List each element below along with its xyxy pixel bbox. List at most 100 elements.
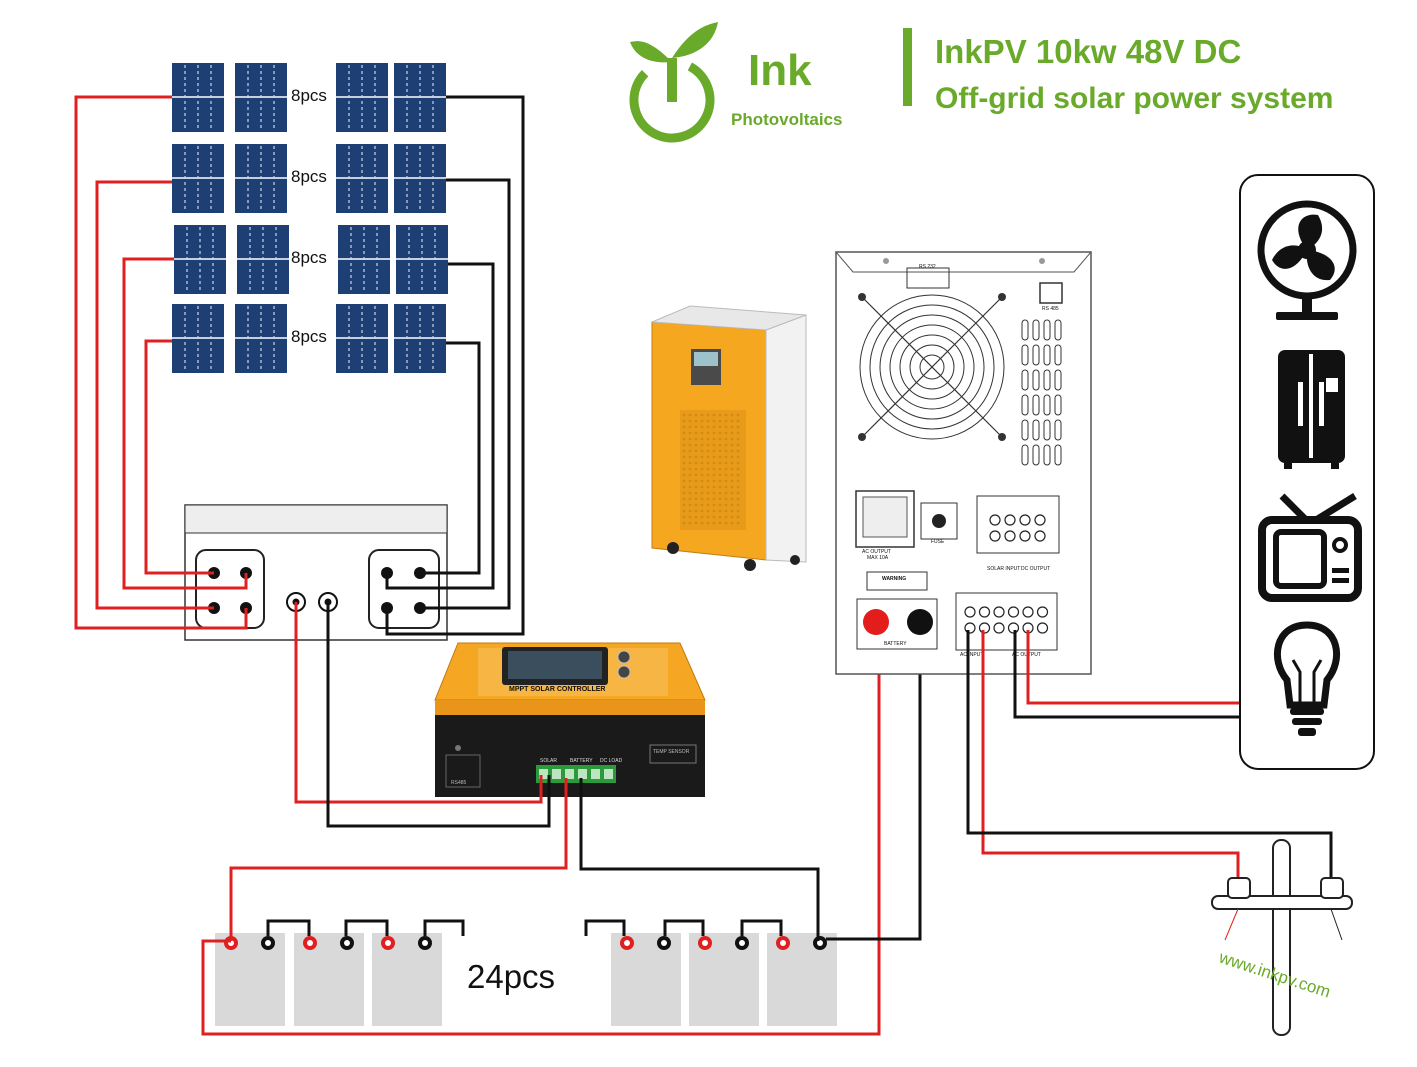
- vent-hole: [724, 449, 728, 453]
- solar-panel: [336, 63, 388, 132]
- vent-hole: [736, 521, 740, 525]
- vent-hole: [694, 497, 698, 501]
- vent-hole: [724, 485, 728, 489]
- vent-hole: [682, 503, 686, 507]
- controller-temp-label: TEMP SENSOR: [653, 749, 690, 755]
- vent-hole: [700, 515, 704, 519]
- vent-hole: [712, 443, 716, 447]
- terminal-screw: [989, 530, 1001, 542]
- vent-hole: [712, 503, 716, 507]
- terminal-screw: [1007, 606, 1020, 618]
- vent-hole: [682, 419, 686, 423]
- vent-hole: [718, 431, 722, 435]
- battery-link: [740, 919, 783, 936]
- vent-hole: [718, 503, 722, 507]
- vent-hole: [724, 467, 728, 471]
- vent-slot: [1054, 444, 1062, 466]
- battery: [611, 933, 681, 1026]
- vent-hole: [724, 425, 728, 429]
- vent-hole: [724, 503, 728, 507]
- vent-hole: [682, 497, 686, 501]
- vent-hole: [718, 473, 722, 477]
- appliance-panel: [1239, 174, 1375, 770]
- battery-terminal-label: BATTERY: [884, 641, 907, 647]
- fuse-label: FUSE: [931, 539, 945, 545]
- vent-hole: [688, 509, 692, 513]
- vent-hole: [736, 491, 740, 495]
- solar-panel: [235, 144, 287, 213]
- vent-slot: [1054, 394, 1062, 416]
- solar-panel: [172, 304, 224, 373]
- vent-hole: [730, 491, 734, 495]
- vent-slot: [1054, 419, 1062, 441]
- vent-hole: [694, 443, 698, 447]
- vent-hole: [724, 419, 728, 423]
- vent-hole: [706, 455, 710, 459]
- vent-hole: [682, 443, 686, 447]
- vent-hole: [718, 413, 722, 417]
- vent-hole: [706, 509, 710, 513]
- vent-hole: [700, 437, 704, 441]
- vent-hole: [736, 479, 740, 483]
- solar-panel: [336, 304, 388, 373]
- panel-row-count-label: 8pcs: [291, 327, 327, 346]
- vent-hole: [694, 425, 698, 429]
- terminal-screw: [1019, 514, 1031, 526]
- vent-hole: [724, 497, 728, 501]
- vent-hole: [688, 431, 692, 435]
- vent-hole: [700, 461, 704, 465]
- panel-row-count-label: 8pcs: [291, 86, 327, 105]
- vent-hole: [730, 479, 734, 483]
- vent-hole: [724, 491, 728, 495]
- vent-hole: [682, 425, 686, 429]
- vent-slot: [1021, 319, 1029, 341]
- battery-link: [663, 919, 705, 936]
- wire-load-line: [1026, 630, 1240, 705]
- vent-hole: [730, 455, 734, 459]
- vent-hole: [718, 509, 722, 513]
- vent-slot: [1043, 394, 1051, 416]
- vent-hole: [706, 467, 710, 471]
- vent-hole: [706, 443, 710, 447]
- vent-hole: [730, 521, 734, 525]
- vent-hole: [688, 491, 692, 495]
- solar-panel: [336, 144, 388, 213]
- vent-hole: [688, 449, 692, 453]
- vent-hole: [712, 425, 716, 429]
- vent-hole: [694, 449, 698, 453]
- controller-battery-label: BATTERY: [570, 758, 593, 764]
- battery: [294, 933, 364, 1026]
- vent-hole: [700, 491, 704, 495]
- vent-hole: [682, 455, 686, 459]
- vent-hole: [682, 473, 686, 477]
- vent-hole: [718, 491, 722, 495]
- battery-bank: [215, 919, 837, 1026]
- title-line-1: InkPV 10kw 48V DC: [935, 33, 1241, 70]
- terminal-screw: [1022, 606, 1034, 618]
- vent-hole: [718, 437, 722, 441]
- vent-hole: [700, 521, 704, 525]
- vent-hole: [730, 419, 734, 423]
- vent-hole: [688, 497, 692, 501]
- vent-hole: [694, 503, 698, 507]
- vent-hole: [724, 413, 728, 417]
- vent-hole: [688, 461, 692, 465]
- vent-hole: [706, 491, 710, 495]
- battery: [215, 933, 285, 1026]
- vent-slot: [1032, 369, 1040, 391]
- vent-hole: [736, 419, 740, 423]
- vent-hole: [700, 425, 704, 429]
- solar-panel: [394, 144, 446, 213]
- vent-hole: [730, 431, 734, 435]
- vent-hole: [700, 485, 704, 489]
- vent-hole: [724, 443, 728, 447]
- vent-hole: [718, 443, 722, 447]
- solar-input-label: SOLAR INPUT: [987, 566, 1020, 572]
- vent-hole: [730, 503, 734, 507]
- vent-hole: [694, 485, 698, 489]
- vent-slot: [1054, 369, 1062, 391]
- battery-link: [266, 919, 311, 936]
- header-divider: [903, 28, 912, 106]
- fridge-icon: [1278, 350, 1345, 469]
- vent-slot: [1043, 344, 1051, 366]
